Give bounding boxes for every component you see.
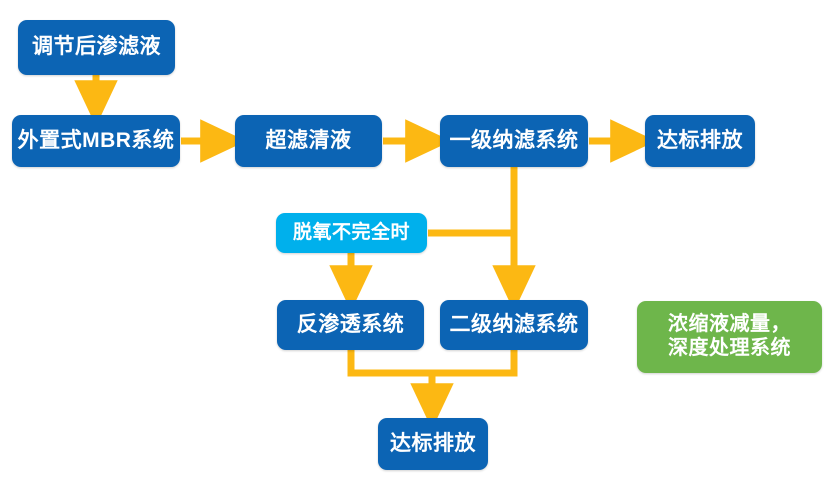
node-label: 调节后渗滤液	[32, 35, 161, 59]
node-n10[interactable]: 达标排放	[378, 418, 488, 470]
node-label: 一级纳滤系统	[449, 128, 579, 152]
node-label: 反渗透系统	[296, 312, 405, 336]
node-label: 外置式MBR系统	[17, 128, 175, 152]
node-n1[interactable]: 调节后渗滤液	[18, 20, 175, 75]
node-n8[interactable]: 二级纳滤系统	[440, 300, 588, 350]
node-n9[interactable]: 浓缩液减量， 深度处理系统	[637, 301, 822, 373]
node-label: 浓缩液减量， 深度处理系统	[668, 313, 791, 359]
edge-merge-to-discharge-bottom	[347, 350, 518, 430]
node-n4[interactable]: 一级纳滤系统	[440, 115, 588, 167]
node-label: 超滤清液	[265, 128, 352, 152]
node-n5[interactable]: 达标排放	[645, 115, 755, 167]
node-n2[interactable]: 外置式MBR系统	[12, 115, 180, 167]
node-label: 脱氧不完全时	[292, 221, 410, 243]
node-n3[interactable]: 超滤清液	[235, 115, 382, 167]
node-label: 二级纳滤系统	[449, 312, 579, 336]
node-label: 达标排放	[657, 128, 743, 152]
node-n7[interactable]: 反渗透系统	[277, 300, 424, 350]
node-label: 达标排放	[390, 431, 476, 455]
node-n6[interactable]: 脱氧不完全时	[276, 213, 427, 253]
